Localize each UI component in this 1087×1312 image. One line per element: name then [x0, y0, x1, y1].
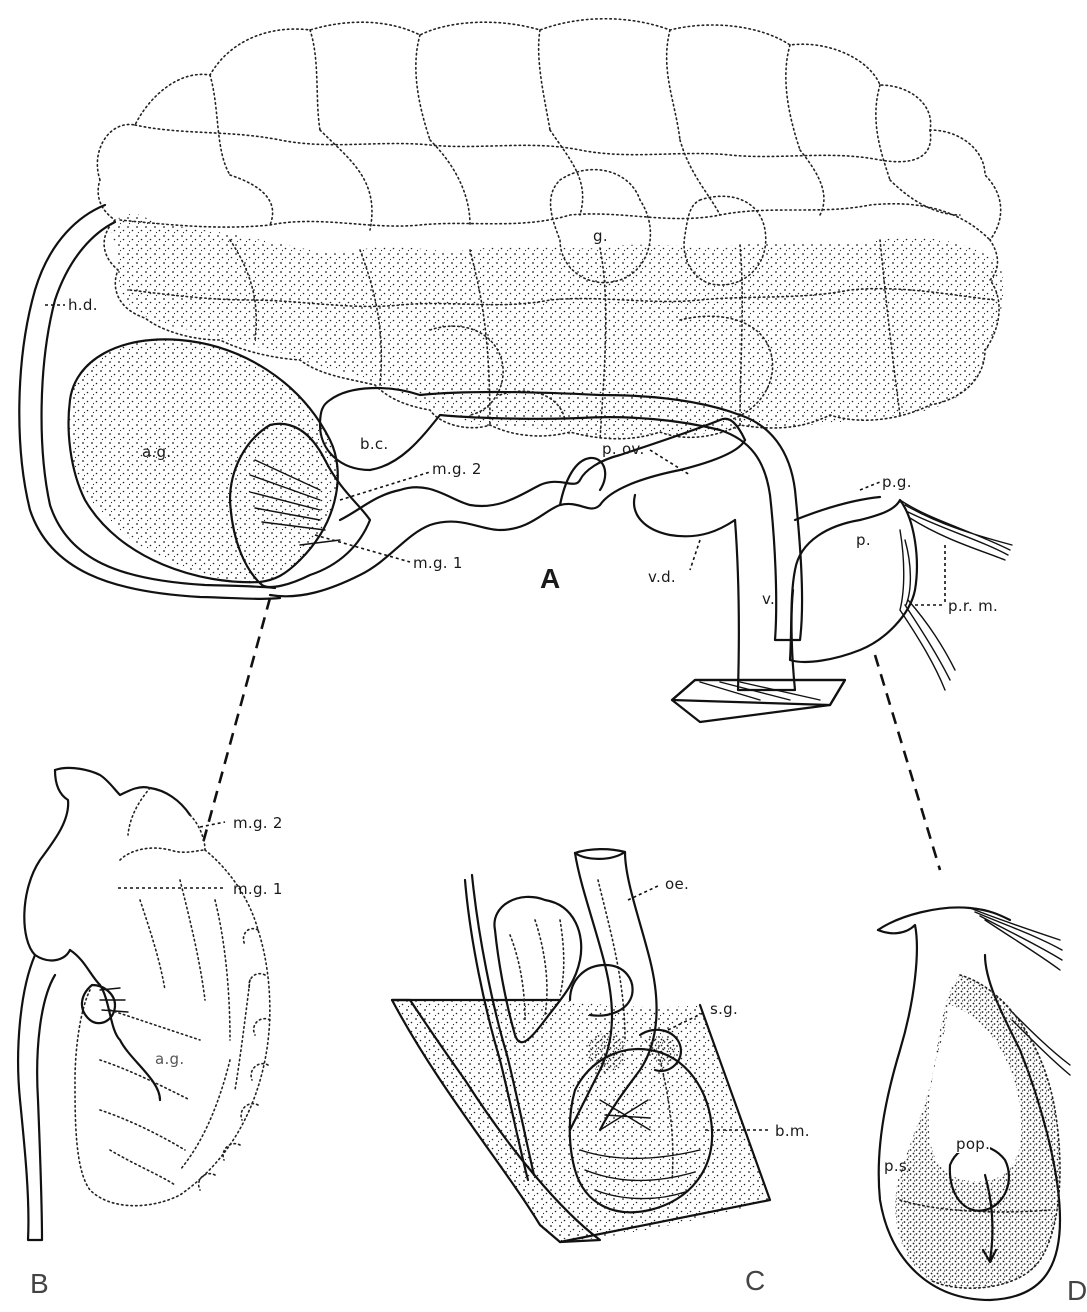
label-penial-gland: p.g. [882, 473, 912, 491]
label-penial-papilla: pop. [956, 1135, 990, 1153]
label-salivary-gland: s.g. [710, 1000, 738, 1018]
label-gonad: g. [593, 227, 608, 245]
vas-deferens [634, 495, 735, 536]
body-wall-block [672, 680, 845, 722]
label-b-mucus-gland-2: m.g. 2 [233, 814, 283, 832]
label-mucus-gland-1: m.g. 1 [413, 554, 463, 572]
label-mucus-gland-2: m.g. 2 [432, 460, 482, 478]
label-b-albumen-gland: a.g. [155, 1050, 184, 1068]
penis [790, 497, 1012, 690]
label-buccal-mass: b.m. [775, 1122, 810, 1140]
panel-c [392, 849, 770, 1242]
panel-d [878, 907, 1070, 1300]
label-hermaphrodite-duct: h.d. [68, 296, 98, 314]
panel-a [19, 19, 1012, 722]
label-bursa-copulatrix: b.c. [360, 435, 389, 453]
panel-label-c: C [745, 1265, 765, 1297]
label-vagina: v. [762, 590, 775, 608]
label-penial-retractor: p.r. m. [948, 597, 998, 615]
panel-label-a: A [540, 563, 560, 595]
panel-label-d: D [1067, 1275, 1087, 1307]
label-vas-deferens: v.d. [648, 568, 676, 586]
label-penial-sheath: p.s. [884, 1157, 912, 1175]
label-oesophagus: oe. [665, 875, 689, 893]
connector-a-to-b [203, 598, 270, 843]
label-pars-oviduct: p. ov. [602, 440, 645, 458]
label-albumen-gland: a.g. [142, 443, 171, 461]
albumen-gland [68, 339, 337, 582]
label-penis: p. [856, 531, 871, 549]
connector-a-to-d [875, 655, 940, 870]
label-b-mucus-gland-1: m.g. 1 [233, 880, 283, 898]
panel-label-b: B [30, 1268, 49, 1300]
panel-b [18, 768, 270, 1240]
albumen-gland-b [75, 850, 270, 1206]
